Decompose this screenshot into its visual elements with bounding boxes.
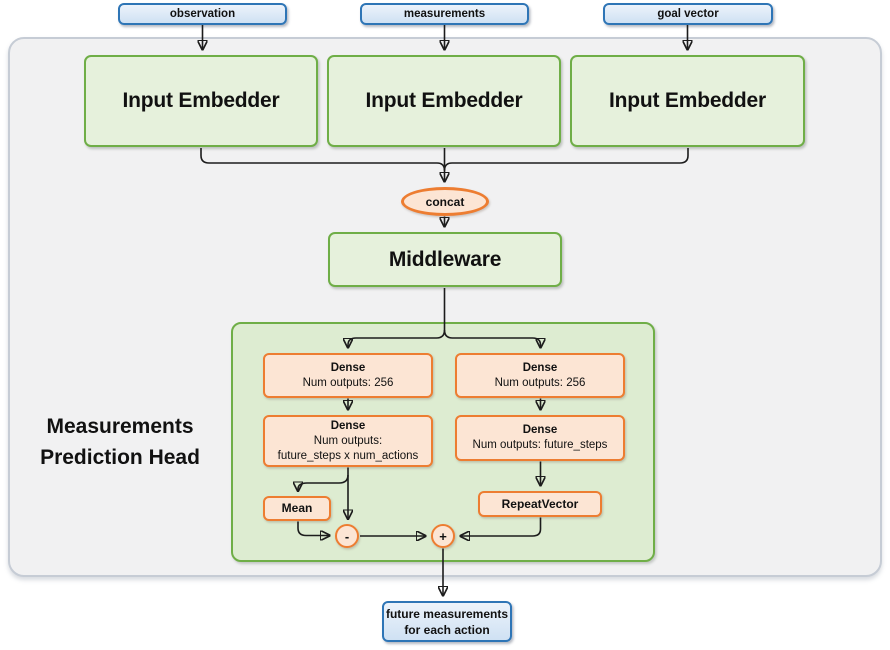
- input-embedder-2: Input Embedder: [327, 55, 561, 147]
- middleware-node: Middleware: [328, 232, 562, 287]
- dense-left-256-title: Dense: [330, 361, 366, 374]
- dense-right-256-title: Dense: [522, 361, 558, 374]
- input-embedder-3: Input Embedder: [570, 55, 805, 147]
- input-node-observation: observation: [118, 3, 287, 25]
- output-node-line2: for each action: [404, 622, 490, 637]
- mean-node: Mean: [263, 496, 331, 521]
- prediction-head-label-line1: Measurements: [46, 415, 194, 438]
- prediction-head-label: Measurements Prediction Head: [15, 411, 225, 473]
- input-embedder-1-label: Input Embedder: [122, 89, 280, 112]
- dense-left-256-outputs: Num outputs: 256: [302, 376, 394, 389]
- input-node-goal-vector: goal vector: [603, 3, 773, 25]
- prediction-head-label-line2: Prediction Head: [40, 446, 200, 469]
- dense-right-steps-title: Dense: [522, 424, 558, 436]
- mean-label: Mean: [281, 501, 313, 515]
- concat-label: concat: [425, 194, 465, 209]
- concat-node: concat: [401, 187, 489, 216]
- input-node-measurements: measurements: [360, 3, 529, 25]
- input-node-observation-label: observation: [169, 8, 236, 20]
- dense-left-actions-shape: future_steps x num_actions: [277, 449, 419, 462]
- dense-left-256: Dense Num outputs: 256: [263, 353, 433, 398]
- input-embedder-1: Input Embedder: [84, 55, 318, 147]
- input-embedder-2-label: Input Embedder: [365, 89, 523, 112]
- dense-right-steps-outputs: Num outputs: future_steps: [472, 439, 608, 451]
- repeat-vector-label: RepeatVector: [501, 496, 579, 511]
- repeat-vector-node: RepeatVector: [478, 491, 602, 517]
- plus-op-node: +: [431, 524, 455, 548]
- dense-left-actions: Dense Num outputs: future_steps x num_ac…: [263, 415, 433, 467]
- minus-op-label: -: [344, 528, 350, 544]
- dense-left-actions-outputs: Num outputs:: [313, 434, 383, 447]
- input-node-goal-vector-label: goal vector: [657, 8, 719, 20]
- output-node: future measurements for each action: [382, 601, 512, 642]
- dense-right-256: Dense Num outputs: 256: [455, 353, 625, 398]
- input-embedder-3-label: Input Embedder: [608, 89, 767, 112]
- output-node-line1: future measurements: [385, 606, 509, 621]
- middleware-label: Middleware: [388, 247, 502, 271]
- dense-left-actions-title: Dense: [330, 419, 366, 432]
- dense-right-256-outputs: Num outputs: 256: [494, 376, 586, 389]
- minus-op-node: -: [335, 524, 359, 548]
- dense-right-steps: Dense Num outputs: future_steps: [455, 415, 625, 461]
- plus-op-label: +: [439, 528, 447, 544]
- input-node-measurements-label: measurements: [403, 8, 486, 20]
